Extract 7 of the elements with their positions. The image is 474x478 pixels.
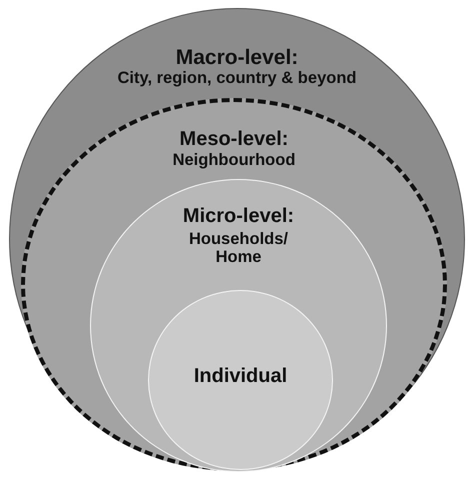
level-description: City, region, country & beyond xyxy=(118,69,356,88)
level-heading: Macro-level: xyxy=(176,46,298,70)
level-heading: Micro-level: xyxy=(182,205,294,227)
level-heading: Individual xyxy=(194,365,288,387)
level-description: Households/ Home xyxy=(188,230,289,266)
level-heading: Meso-level: xyxy=(180,128,288,150)
level-description: Neighbourhood xyxy=(172,151,296,170)
